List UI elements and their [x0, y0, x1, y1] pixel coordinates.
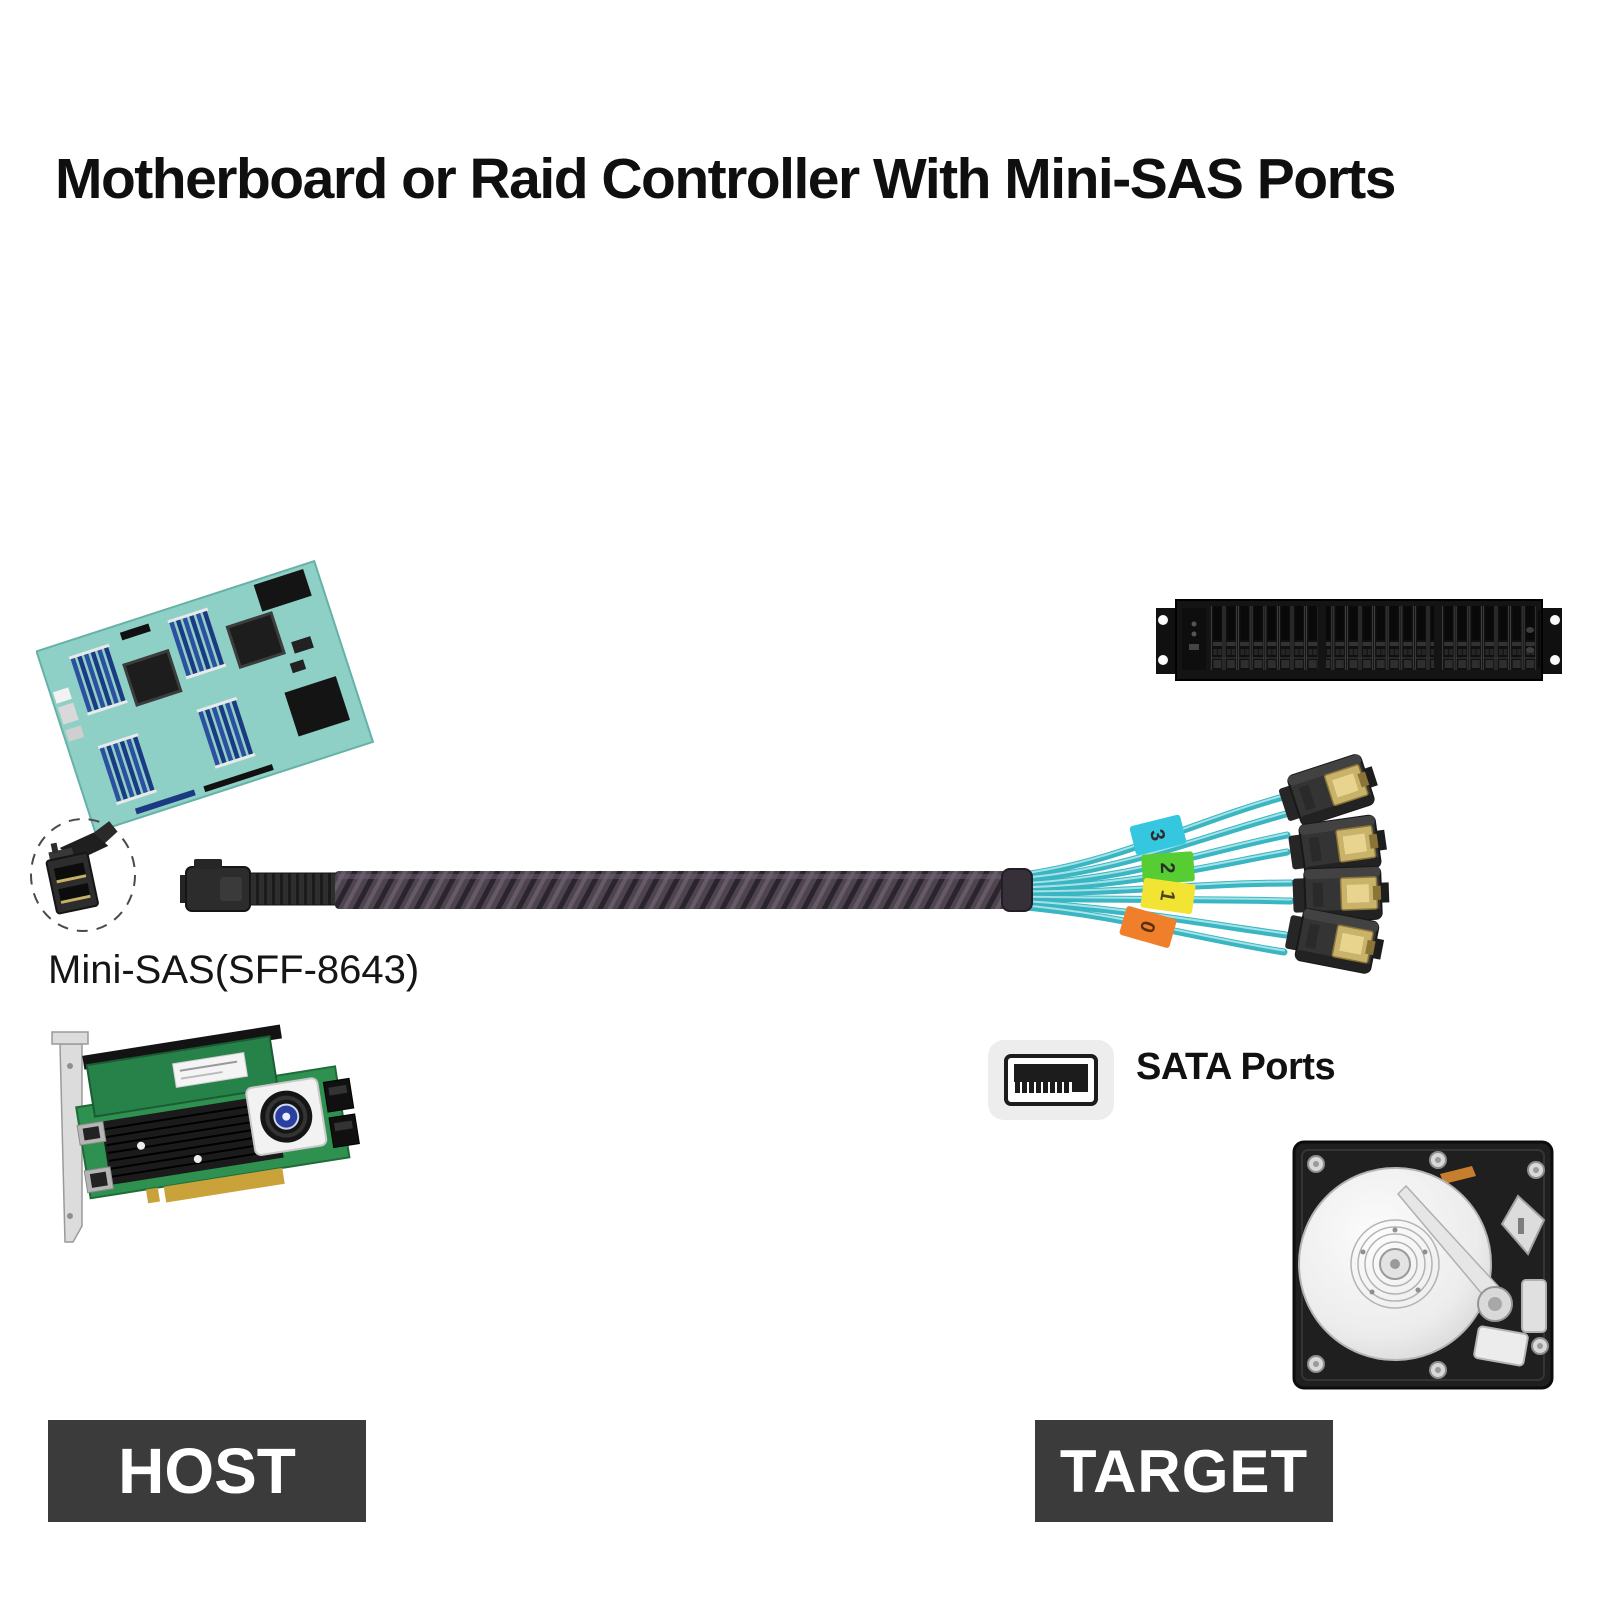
- dashed-circle: [30, 818, 136, 932]
- page-title: Motherboard or Raid Controller With Mini…: [55, 147, 1396, 211]
- sata-port-icon: [988, 1040, 1114, 1120]
- drive-bay-group: [1442, 606, 1536, 670]
- raid-controller-image: [51, 1024, 360, 1243]
- hdd-image: [1292, 1140, 1554, 1390]
- target-badge: TARGET: [1035, 1420, 1333, 1522]
- mini-sas-connector-icon: [30, 818, 136, 932]
- cable-assembly-image: 3 2 1 0: [180, 750, 1391, 977]
- server-chassis-image: [1156, 599, 1562, 681]
- port-tag-3: 3: [1129, 814, 1187, 856]
- mini-sas-cable-head: [180, 859, 251, 912]
- sata-ports-label: SATA Ports: [1136, 1046, 1336, 1088]
- motherboard-image: [36, 559, 375, 834]
- port-tag-1: 1: [1140, 877, 1196, 915]
- braided-sleeve: [335, 871, 1011, 909]
- drive-bay-group: [1326, 606, 1434, 670]
- svg-text:2: 2: [1156, 862, 1178, 874]
- mini-sas-label: Mini-SAS(SFF-8643): [48, 948, 420, 992]
- port-tag-2: 2: [1141, 851, 1195, 885]
- svg-text:3: 3: [1145, 827, 1169, 842]
- strain-relief: [249, 872, 339, 906]
- host-badge: HOST: [48, 1420, 366, 1522]
- port-tag-0: 0: [1119, 906, 1177, 948]
- svg-text:1: 1: [1155, 888, 1179, 903]
- drive-bay-group: [1210, 606, 1318, 670]
- sleeve-end-collar: [1001, 868, 1033, 912]
